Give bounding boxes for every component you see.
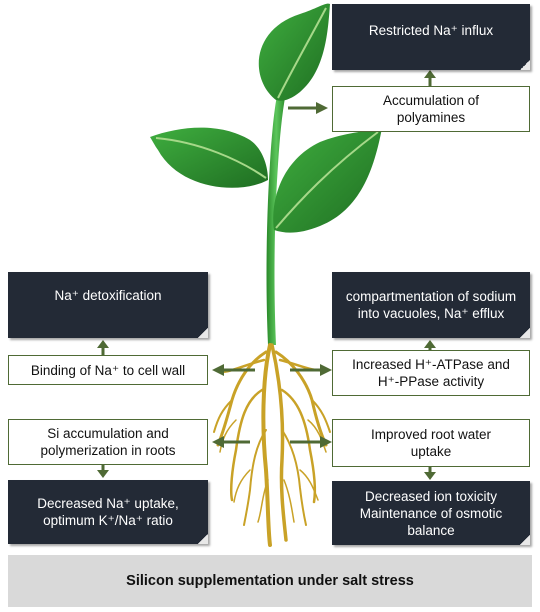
- decreased-ion-toxicity-label: Decreased ion toxicity Maintenance of os…: [359, 488, 503, 538]
- improved-root-water-label: Improved root water uptake: [370, 427, 492, 459]
- na-detoxification-label: Na⁺ detoxification: [54, 287, 162, 303]
- leaf-top: [258, 3, 330, 101]
- decreased-na-uptake-box: Decreased Na⁺ uptake, optimum K⁺/Na⁺ rat…: [8, 480, 208, 544]
- accumulation-polyamines-label: Accumulation of polyamines: [382, 93, 480, 125]
- improved-root-water-box: Improved root water uptake: [332, 419, 530, 467]
- si-accumulation-box: Si accumulation and polymerization in ro…: [8, 419, 208, 465]
- arrows: [97, 70, 436, 480]
- si-accumulation-label: Si accumulation and polymerization in ro…: [40, 426, 176, 458]
- roots: [213, 343, 331, 547]
- footer-title: Silicon supplementation under salt stres…: [126, 573, 414, 589]
- stem: [266, 90, 286, 345]
- na-detoxification-box: Na⁺ detoxification: [8, 272, 208, 338]
- compartmentation-box: compartmentation of sodium into vacuoles…: [332, 272, 530, 338]
- binding-na-cell-wall-label: Binding of Na⁺ to cell wall: [30, 362, 186, 378]
- decreased-na-uptake-label: Decreased Na⁺ uptake, optimum K⁺/Na⁺ rat…: [37, 496, 179, 528]
- compartmentation-label: compartmentation of sodium into vacuoles…: [345, 289, 517, 321]
- leaf-right: [273, 128, 382, 233]
- accumulation-polyamines-box: Accumulation of polyamines: [332, 86, 530, 132]
- binding-na-cell-wall-box: Binding of Na⁺ to cell wall: [8, 355, 208, 385]
- restricted-na-influx-label: Restricted Na⁺ influx: [368, 22, 494, 38]
- decreased-ion-toxicity-box: Decreased ion toxicity Maintenance of os…: [332, 481, 530, 545]
- increased-atpase-label: Increased H⁺-ATPase and H⁺-PPase activit…: [352, 357, 510, 389]
- footer-banner: Silicon supplementation under salt stres…: [8, 555, 532, 607]
- leaf-left: [150, 127, 268, 188]
- restricted-na-influx-box: Restricted Na⁺ influx: [332, 4, 530, 70]
- increased-atpase-box: Increased H⁺-ATPase and H⁺-PPase activit…: [332, 350, 530, 396]
